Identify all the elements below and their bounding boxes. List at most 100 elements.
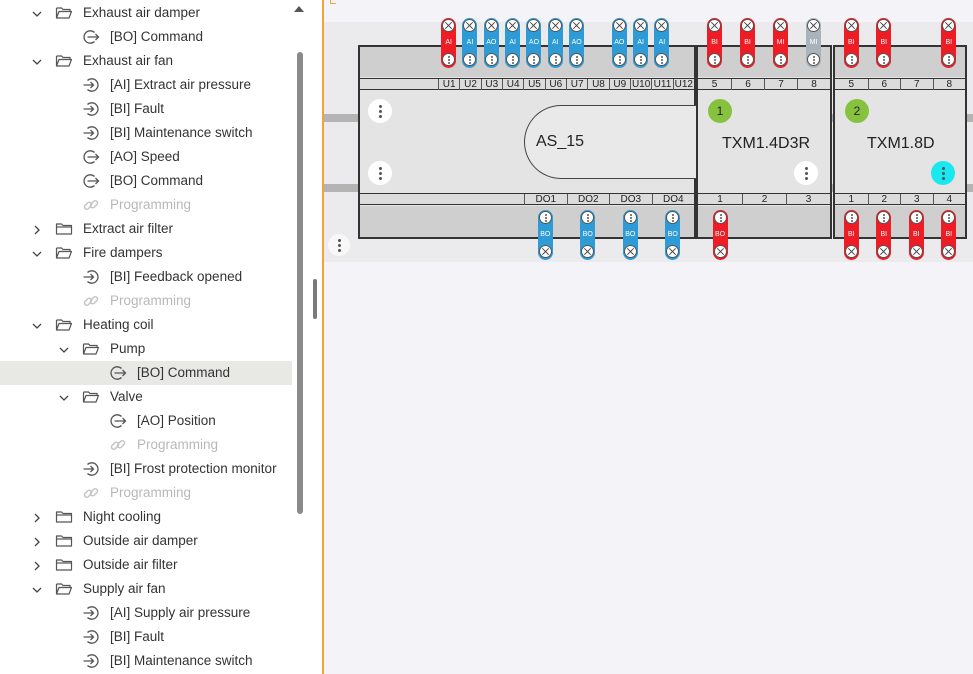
remove-point-icon[interactable] xyxy=(666,245,680,258)
io-point-bi-txm2-4[interactable]: BI xyxy=(941,210,957,260)
module-menu-button[interactable] xyxy=(794,161,818,185)
chevron-down-icon[interactable] xyxy=(31,583,43,595)
io-point-ao-as-u9[interactable]: AO xyxy=(611,18,627,68)
point-menu-icon[interactable] xyxy=(877,211,891,224)
remove-point-icon[interactable] xyxy=(463,19,477,32)
module-menu-button[interactable] xyxy=(368,99,392,123)
tree-point-item[interactable]: [BI] Fault xyxy=(0,625,292,649)
remove-point-icon[interactable] xyxy=(942,19,956,32)
tree-point-item[interactable]: [BO] Command xyxy=(0,25,292,49)
tree-folder-item[interactable]: Extract air filter xyxy=(0,217,292,241)
io-point-bo-as-do1[interactable]: BO xyxy=(537,210,553,260)
panel-divider[interactable] xyxy=(322,0,324,674)
remove-point-icon[interactable] xyxy=(548,19,562,32)
io-point-bi-txm1-5[interactable]: BI xyxy=(707,18,722,68)
point-menu-icon[interactable] xyxy=(844,211,858,224)
io-point-bi-txm2-8[interactable]: BI xyxy=(941,18,957,68)
io-point-ai-as-u6[interactable]: AI xyxy=(547,18,563,68)
tree-point-item[interactable]: [BI] Maintenance switch xyxy=(0,649,292,673)
tree-point-item[interactable]: [AI] Supply air pressure xyxy=(0,601,292,625)
io-point-ao-as-u3[interactable]: AO xyxy=(483,18,499,68)
splitter-grip[interactable] xyxy=(313,279,317,319)
remove-point-icon[interactable] xyxy=(527,19,541,32)
remove-point-icon[interactable] xyxy=(877,19,891,32)
point-menu-icon[interactable] xyxy=(570,53,584,66)
io-point-bo-as-do4[interactable]: BO xyxy=(665,210,681,260)
tree-folder-item[interactable]: Valve xyxy=(0,385,292,409)
tree-point-item[interactable]: [BO] Command xyxy=(0,361,292,385)
point-menu-icon[interactable] xyxy=(442,53,456,66)
point-menu-icon[interactable] xyxy=(708,53,721,66)
io-point-ao-as-u7[interactable]: AO xyxy=(569,18,585,68)
io-point-mi-txm1-8[interactable]: MI xyxy=(806,18,821,68)
module-menu-button-active[interactable] xyxy=(931,161,955,185)
io-point-ao-as-u5[interactable]: AO xyxy=(526,18,542,68)
point-menu-icon[interactable] xyxy=(713,211,727,224)
io-point-bo-txm1-1[interactable]: BO xyxy=(712,210,728,260)
tree-point-item[interactable]: [AI] Extract air pressure xyxy=(0,73,292,97)
io-point-ai-as-u1[interactable]: AI xyxy=(441,18,457,68)
point-menu-icon[interactable] xyxy=(942,211,956,224)
point-menu-icon[interactable] xyxy=(774,53,787,66)
remove-point-icon[interactable] xyxy=(909,245,923,258)
chevron-right-icon[interactable] xyxy=(31,223,43,235)
chevron-right-icon[interactable] xyxy=(31,535,43,547)
io-point-bi-txm2-5[interactable]: BI xyxy=(843,18,859,68)
chevron-down-icon[interactable] xyxy=(31,247,43,259)
tree-folder-item[interactable]: Night cooling xyxy=(0,505,292,529)
chevron-down-icon[interactable] xyxy=(58,391,70,403)
chevron-down-icon[interactable] xyxy=(31,319,43,331)
point-menu-icon[interactable] xyxy=(807,53,820,66)
remove-point-icon[interactable] xyxy=(942,245,956,258)
io-point-mi-txm1-7[interactable]: MI xyxy=(773,18,788,68)
tree-folder-item[interactable]: Exhaust air damper xyxy=(0,1,292,25)
io-point-ai-as-u2[interactable]: AI xyxy=(462,18,478,68)
remove-point-icon[interactable] xyxy=(581,245,595,258)
remove-point-icon[interactable] xyxy=(741,19,754,32)
io-point-bi-txm2-2[interactable]: BI xyxy=(876,210,892,260)
tree-folder-item[interactable]: Exhaust air fan xyxy=(0,49,292,73)
tree-point-item[interactable]: [AO] Position xyxy=(0,409,292,433)
remove-point-icon[interactable] xyxy=(506,19,520,32)
point-menu-icon[interactable] xyxy=(623,211,637,224)
point-menu-icon[interactable] xyxy=(655,53,669,66)
tree-point-item[interactable]: [BO] Command xyxy=(0,169,292,193)
module-menu-button[interactable] xyxy=(368,161,392,185)
point-menu-icon[interactable] xyxy=(538,211,552,224)
remove-point-icon[interactable] xyxy=(484,19,498,32)
remove-point-icon[interactable] xyxy=(708,19,721,32)
remove-point-icon[interactable] xyxy=(877,245,891,258)
remove-point-icon[interactable] xyxy=(807,19,820,32)
tree-point-item[interactable]: Programming xyxy=(0,481,292,505)
tree-folder-item[interactable]: Heating coil xyxy=(0,313,292,337)
io-point-ai-as-u11[interactable]: AI xyxy=(654,18,670,68)
point-menu-icon[interactable] xyxy=(877,53,891,66)
remove-point-icon[interactable] xyxy=(655,19,669,32)
point-menu-icon[interactable] xyxy=(634,53,648,66)
tree-scrollbar-thumb[interactable] xyxy=(297,52,303,514)
chevron-down-icon[interactable] xyxy=(58,343,70,355)
point-menu-icon[interactable] xyxy=(527,53,541,66)
remove-point-icon[interactable] xyxy=(623,245,637,258)
chevron-right-icon[interactable] xyxy=(31,511,43,523)
tree-folder-item[interactable]: Supply air fan xyxy=(0,577,292,601)
point-menu-icon[interactable] xyxy=(942,53,956,66)
tree-point-item[interactable]: [BI] Maintenance switch xyxy=(0,121,292,145)
remove-point-icon[interactable] xyxy=(713,245,727,258)
point-menu-icon[interactable] xyxy=(844,53,858,66)
chevron-right-icon[interactable] xyxy=(31,559,43,571)
point-menu-icon[interactable] xyxy=(484,53,498,66)
tree-point-item[interactable]: Programming xyxy=(0,289,292,313)
scroll-up-icon[interactable] xyxy=(293,4,305,14)
tree-point-item[interactable]: [BI] Frost protection monitor xyxy=(0,457,292,481)
remove-point-icon[interactable] xyxy=(442,19,456,32)
io-point-bi-txm1-6[interactable]: BI xyxy=(740,18,755,68)
io-point-ai-as-u10[interactable]: AI xyxy=(633,18,649,68)
chevron-down-icon[interactable] xyxy=(31,7,43,19)
tree-point-item[interactable]: [AO] Speed xyxy=(0,145,292,169)
remove-point-icon[interactable] xyxy=(612,19,626,32)
remove-point-icon[interactable] xyxy=(844,245,858,258)
remove-point-icon[interactable] xyxy=(570,19,584,32)
point-menu-icon[interactable] xyxy=(909,211,923,224)
